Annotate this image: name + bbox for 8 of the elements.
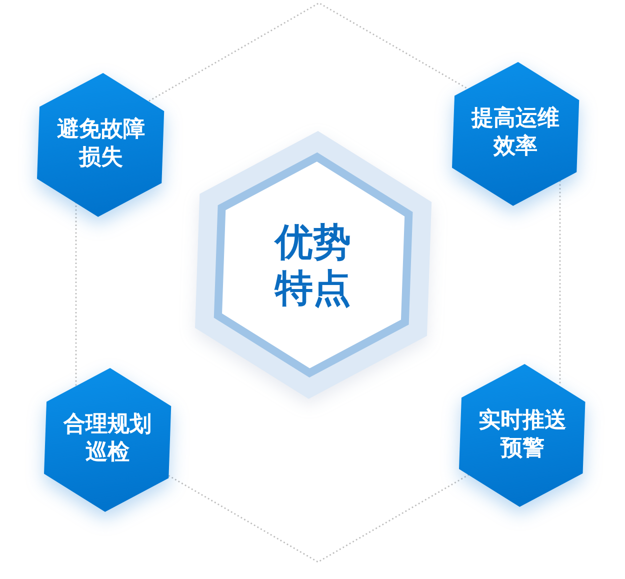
hexagon-node: 避免故障损失	[37, 72, 165, 216]
dotted-connector	[559, 180, 561, 386]
hexagon-node: 实时推送预警	[459, 364, 586, 506]
center-hexagon: 优势特点	[194, 131, 432, 399]
dotted-connector	[148, 2, 468, 102]
dotted-connector	[168, 474, 470, 563]
hexagon-node: 合理规划巡检	[44, 368, 172, 512]
hexagon-node: 提高运维效率	[452, 62, 580, 206]
